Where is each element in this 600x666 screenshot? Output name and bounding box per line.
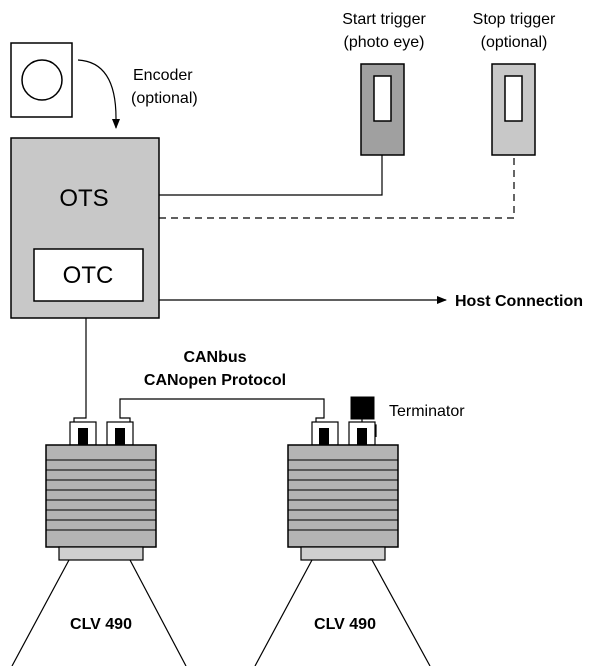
- encoder-wheel-icon: [21, 59, 63, 101]
- scan-beam-left-edge: [11, 559, 70, 666]
- scan-beam-left-edge: [254, 559, 313, 666]
- scanner-left: [11, 421, 187, 666]
- stop-trigger-sensor: [491, 63, 536, 156]
- scan-beam-right-edge: [371, 559, 431, 666]
- encoder: [10, 42, 73, 118]
- encoder-arrow: [77, 59, 120, 129]
- start-trigger-label: Start trigger: [342, 11, 426, 28]
- stop-trigger-connection: [159, 155, 515, 219]
- encoder-optional-label: (optional): [131, 90, 198, 107]
- canbus-cable: [119, 398, 325, 437]
- ots-to-scanner-cable: [73, 318, 87, 437]
- otc-box: [33, 248, 144, 302]
- start-trigger-sublabel: (photo eye): [344, 34, 425, 51]
- scanner-left-label: CLV 490: [70, 616, 132, 633]
- start-trigger-photo-eye: [360, 63, 405, 156]
- stop-trigger-sublabel: (optional): [481, 34, 548, 51]
- otc-label: OTC: [63, 262, 114, 289]
- scan-beam-right-edge: [129, 559, 187, 666]
- stop-trigger-label: Stop trigger: [473, 11, 556, 28]
- scanner-right-label: CLV 490: [314, 616, 376, 633]
- scanner-right: [254, 421, 431, 666]
- canopen-protocol-label: CANopen Protocol: [144, 372, 286, 389]
- terminator-label: Terminator: [389, 403, 465, 420]
- start-trigger-connection: [159, 155, 383, 196]
- encoder-label: Encoder: [133, 67, 193, 84]
- host-connection-label: Host Connection: [455, 293, 583, 310]
- ots-label: OTS: [59, 185, 108, 212]
- canbus-label: CANbus: [183, 349, 246, 366]
